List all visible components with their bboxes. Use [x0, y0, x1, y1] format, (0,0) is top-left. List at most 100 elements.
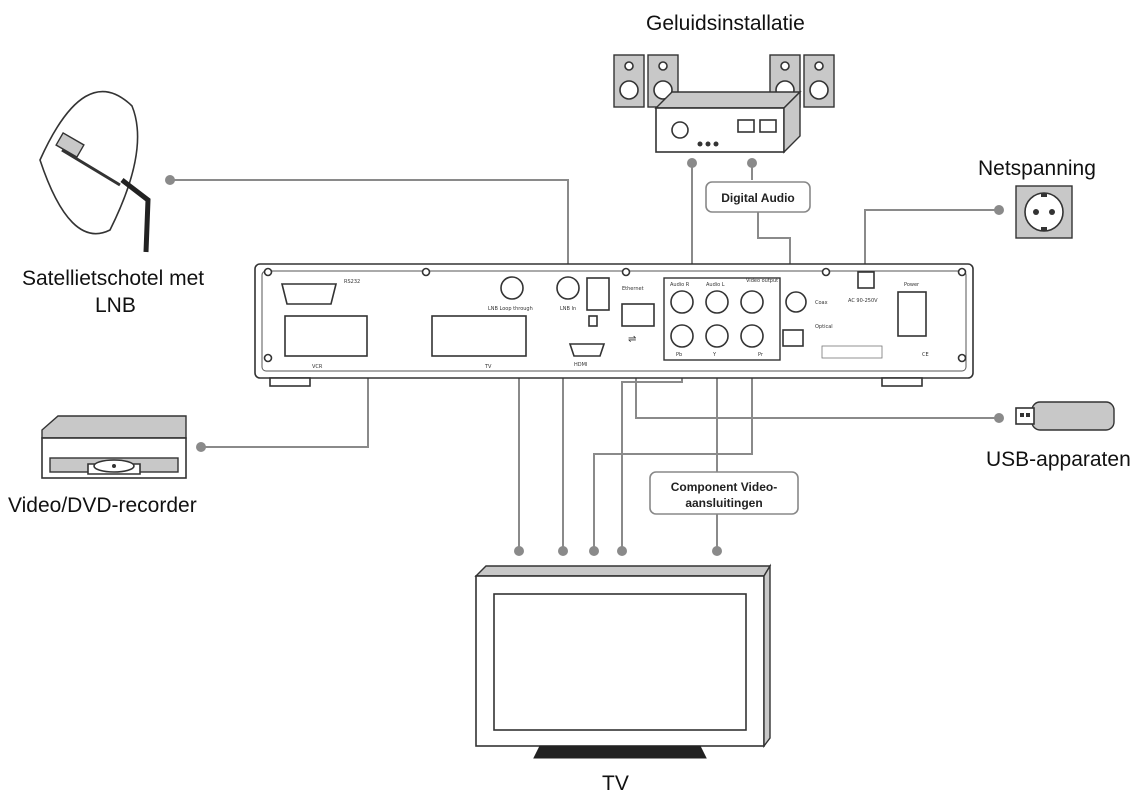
component-pb-port: [670, 324, 694, 348]
wire-component-1-endpoint: [617, 546, 627, 556]
wire-mains: [864, 209, 998, 272]
satellite-label-line1: Satellietschotel met: [22, 267, 204, 290]
satellite-dish: [39, 90, 151, 253]
tv-screen: [493, 593, 747, 731]
compliance-badge: [586, 277, 610, 311]
screw: [957, 353, 967, 363]
lnb-head: [55, 131, 85, 159]
wall-socket-icon: [1015, 185, 1073, 239]
hdmi-port: [568, 343, 606, 357]
wire-usb-endpoint: [994, 413, 1004, 423]
hdmi-label: HDMI: [574, 362, 587, 368]
usb-stick-icon: [1015, 401, 1115, 431]
dish-arm: [61, 148, 121, 187]
digital-audio-text: Digital Audio: [721, 191, 795, 205]
mains-label: Netspanning: [978, 157, 1096, 180]
amp-display: [737, 119, 755, 133]
satellite-label-line2: LNB: [95, 294, 136, 317]
lnb-loop-label: LNB Loop through: [488, 306, 533, 312]
ac-label: AC 90-250V: [848, 298, 878, 304]
digital-audio-callout: Digital Audio: [705, 181, 811, 213]
wire-recorder-endpoint: [196, 442, 206, 452]
audio-r-port: [670, 290, 694, 314]
ethernet-port: [621, 303, 655, 327]
wires: [165, 158, 1004, 556]
wire-audio-endpoint: [687, 158, 697, 168]
receiver-inner-edge: [261, 270, 967, 372]
dvd-recorder: [41, 415, 187, 479]
speaker-right-2: [803, 54, 835, 108]
av-output-group: [663, 277, 781, 361]
y-label: Y: [712, 352, 717, 358]
warning-text-block: [821, 345, 883, 359]
pr-label: Pr: [758, 352, 764, 358]
wire-component-2-endpoint: [589, 546, 599, 556]
video-output-label: Video output: [746, 278, 778, 284]
component-text-line1: Component Video-: [671, 480, 777, 494]
receiver-foot-right: [881, 377, 923, 387]
recorder-label: Video/DVD-recorder: [8, 494, 197, 517]
wire-tv-scart-endpoint: [514, 546, 524, 556]
sound-system: [613, 54, 835, 154]
pb-label: Pb: [676, 352, 682, 358]
coax-port: [785, 291, 807, 313]
audio-r-label: Audio R: [670, 282, 690, 288]
indicator-dot: [705, 141, 711, 147]
component-text-line2: aansluitingen: [685, 496, 762, 510]
lnb-loop-port: [500, 276, 524, 300]
indicator-dot: [713, 141, 719, 147]
ce-label: CE: [922, 352, 929, 358]
tv-label: TV: [602, 772, 629, 795]
indicator-dot: [697, 141, 703, 147]
screw: [263, 353, 273, 363]
volume-knob-icon: [671, 121, 689, 139]
dish-bowl: [39, 90, 139, 235]
wire-component-3-endpoint: [712, 546, 722, 556]
wire-tv-hdmi-endpoint: [558, 546, 568, 556]
video-out-port: [740, 290, 764, 314]
usb-panel-icon: ⇌: [628, 334, 636, 345]
screw: [957, 267, 967, 277]
tv-set: [474, 563, 772, 759]
ethernet-label: Ethernet: [622, 286, 644, 292]
rs232-label: RS232: [344, 279, 360, 285]
audio-l-port: [705, 290, 729, 314]
lnb-in-port: [556, 276, 580, 300]
screw: [421, 267, 431, 277]
wire-digital-audio-endpoint: [747, 158, 757, 168]
sound-system-label: Geluidsinstallatie: [646, 12, 805, 35]
wire-recorder: [202, 345, 369, 448]
screw: [821, 267, 831, 277]
rs232-port: [280, 283, 338, 305]
wire-satellite-endpoint: [165, 175, 175, 185]
screw: [621, 267, 631, 277]
wire-mains-endpoint: [994, 205, 1004, 215]
wire-satellite: [170, 179, 569, 278]
optical-label: Optical: [815, 324, 833, 330]
receiver-back-panel: RS232 VCR TV LNB Loop through LNB In HDM…: [254, 263, 974, 387]
tv-stand: [533, 745, 707, 759]
component-y-port: [705, 324, 729, 348]
amp-display: [759, 119, 777, 133]
power-switch: [897, 291, 927, 337]
dish-mount: [120, 178, 151, 253]
lnb-in-label: LNB In: [560, 306, 576, 312]
component-callout: Component Video- aansluitingen: [649, 471, 799, 515]
coax-label: Coax: [815, 300, 828, 306]
optical-port: [782, 329, 804, 347]
power-inlet: [857, 271, 875, 289]
audio-l-label: Audio L: [706, 282, 725, 288]
receiver-foot-left: [269, 377, 311, 387]
component-pr-port: [740, 324, 764, 348]
usb-label: USB-apparaten: [986, 448, 1131, 471]
power-label: Power: [904, 282, 920, 288]
scart-vcr-label: VCR: [312, 364, 323, 370]
amplifier: [654, 90, 802, 154]
scart-vcr-port: [284, 315, 368, 357]
scart-tv-port: [431, 315, 527, 357]
small-switch: [588, 315, 598, 327]
speaker-left-1: [613, 54, 645, 108]
screw: [263, 267, 273, 277]
scart-tv-label: TV: [484, 364, 492, 370]
